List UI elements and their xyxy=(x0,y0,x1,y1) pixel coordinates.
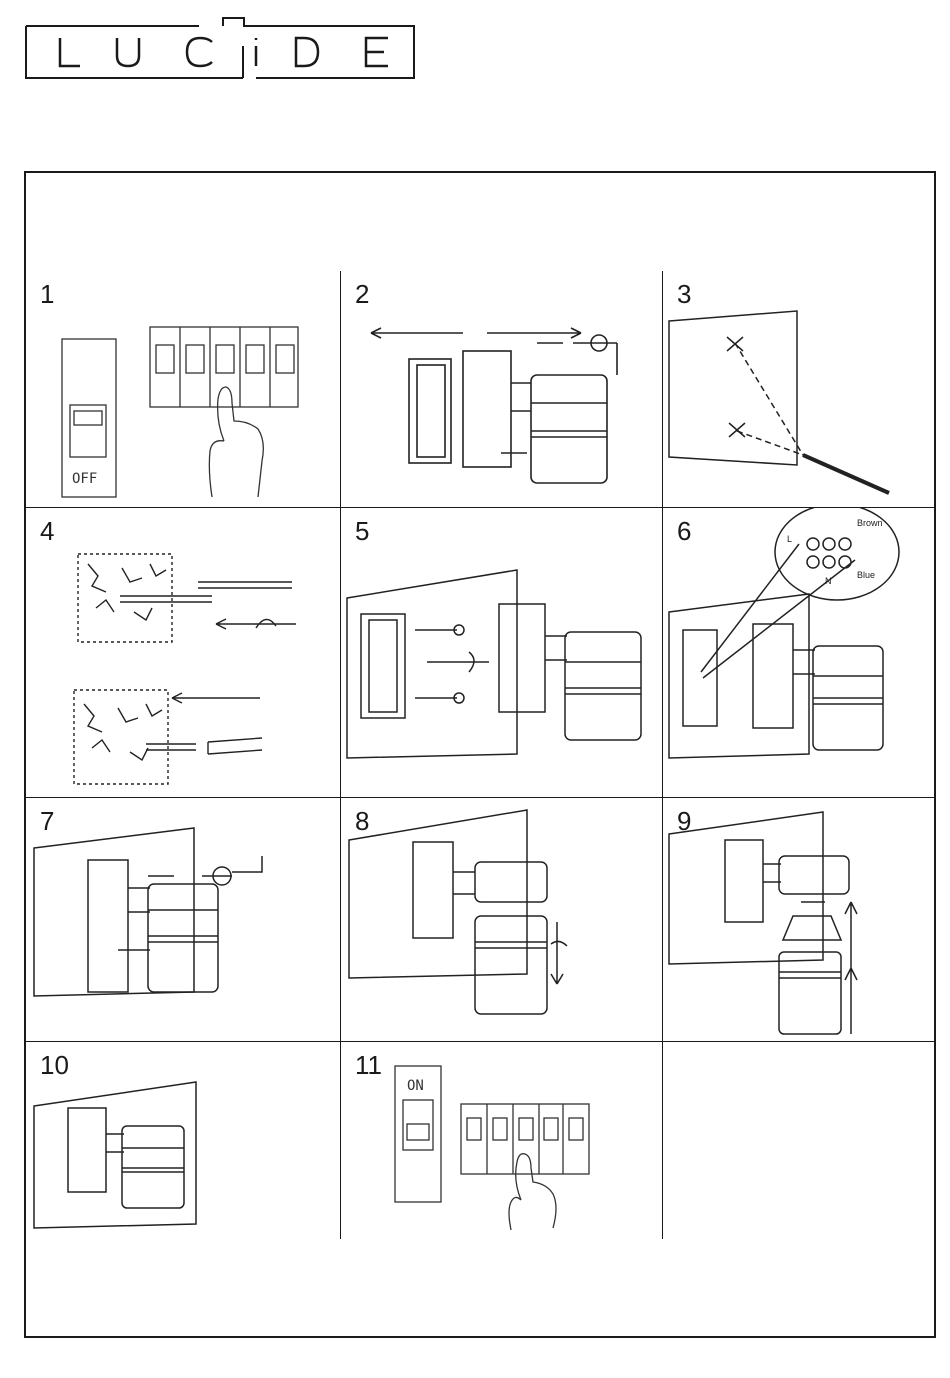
step-11: 11 ON xyxy=(341,1042,662,1239)
step-9: 9 xyxy=(663,798,934,1041)
lucide-logo xyxy=(24,16,416,80)
breaker-on-icon: ON xyxy=(341,1042,662,1239)
insert-bulb-icon xyxy=(663,798,934,1041)
switch-label: OFF xyxy=(72,471,97,487)
step-10: 10 xyxy=(26,1042,340,1239)
step-1: 1 OFF xyxy=(26,271,340,507)
wire-label-blue: Blue xyxy=(857,570,875,580)
disassemble-icon xyxy=(341,271,662,507)
finished-lamp-icon xyxy=(26,1042,340,1239)
lucide-logo-mark xyxy=(24,16,416,80)
switch-label: ON xyxy=(407,1078,424,1094)
unscrew-cover-icon xyxy=(341,798,662,1041)
instruction-frame: 1 OFF 2 xyxy=(24,171,936,1338)
wire-label-brown: Brown xyxy=(857,518,883,528)
mark-wall-icon xyxy=(663,271,934,507)
step-8: 8 xyxy=(341,798,662,1041)
step-5: 5 xyxy=(341,508,662,797)
step-7: 7 xyxy=(26,798,340,1041)
step-3: 3 xyxy=(663,271,934,507)
step-6: 6 L N Brown Blue xyxy=(663,508,934,797)
step-2: 2 xyxy=(341,271,662,507)
breaker-off-icon: OFF xyxy=(26,271,340,507)
step-4: 4 xyxy=(26,508,340,797)
fix-lamp-icon xyxy=(26,798,340,1041)
empty-cell xyxy=(663,1042,934,1239)
wire-label-neutral: N xyxy=(825,576,832,586)
wire-label-live: L xyxy=(787,534,792,544)
drill-wall-icon xyxy=(26,508,340,797)
mount-bracket-icon xyxy=(341,508,662,797)
wiring-icon: L N Brown Blue xyxy=(663,508,934,797)
